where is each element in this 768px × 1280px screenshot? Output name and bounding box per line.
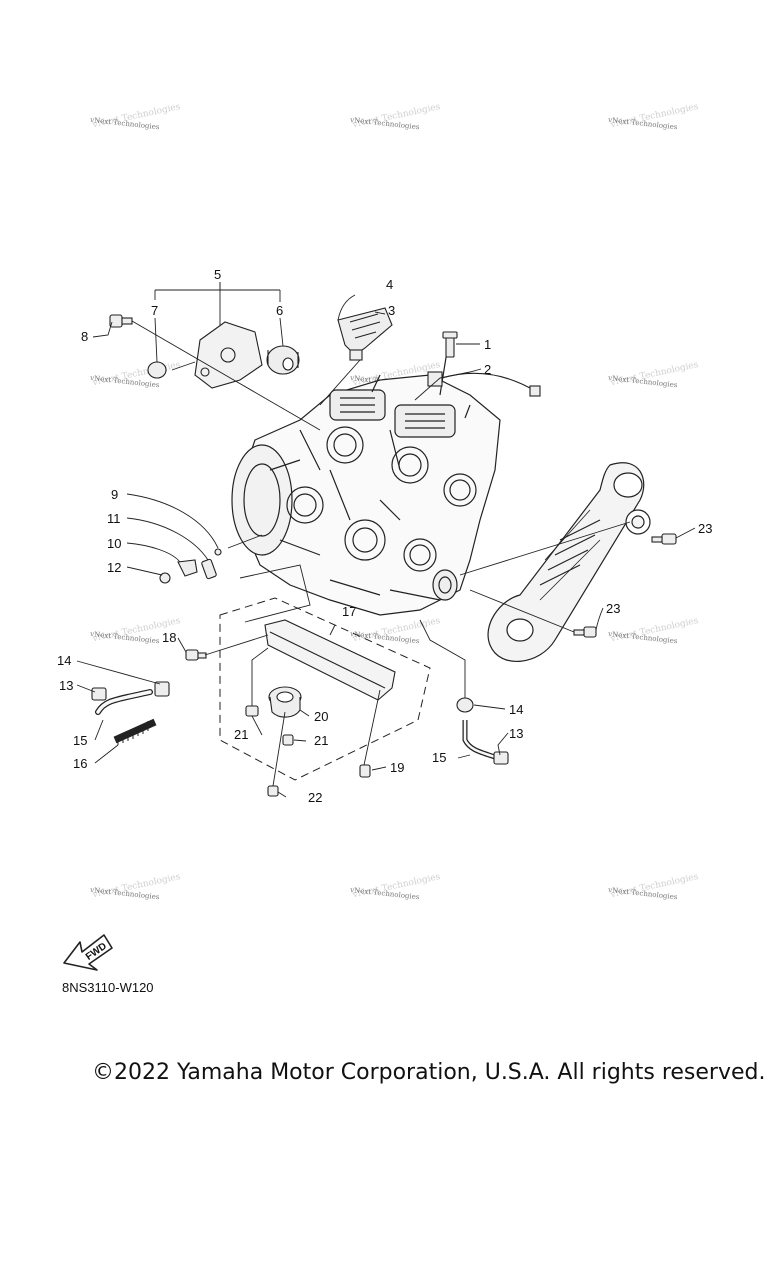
callout-3: 3 [388,303,395,318]
part-5-bracket [194,321,263,389]
part-hose-right [456,697,509,765]
callout-10: 10 [107,536,121,551]
parts-18-21-22-19-bolts [185,649,371,797]
fwd-arrow-icon: FWD [63,934,113,971]
callout-2: 2 [484,362,491,377]
engine-block [231,344,501,616]
callout-8: 8 [81,329,88,344]
part-hose-left [91,681,170,745]
part-1-bolt [442,331,458,358]
callout-14-left: 14 [57,653,71,668]
callout-21-left: 21 [234,727,248,742]
callout-17: 17 [342,604,356,619]
callout-11: 11 [107,511,121,526]
callout-13-right: 13 [509,726,523,741]
part-23-bolts [573,533,677,638]
callout-16: 16 [73,756,87,771]
callout-19: 19 [390,760,404,775]
leader-lines [76,282,696,798]
part-6-damper [266,345,300,375]
oil-pan-group-box [219,597,431,781]
callout-13-left: 13 [59,678,73,693]
callout-9: 9 [111,487,118,502]
callout-7: 7 [151,303,158,318]
callout-14-right: 14 [509,702,523,717]
callout-4: 4 [386,277,393,292]
callout-23-upper: 23 [698,521,712,536]
callout-22: 22 [308,790,322,805]
diagram-code: 8NS3110-W120 [62,980,154,995]
callout-15-right: 15 [432,750,446,765]
part-7-collar [147,361,167,379]
part-20-oil-cup [268,686,302,718]
callout-labels: 1 2 3 4 5 6 7 8 9 10 11 12 13 13 14 14 1… [57,267,712,805]
callout-18: 18 [162,630,176,645]
parts-9-12-fittings [159,548,222,584]
callout-20: 20 [314,709,328,724]
callout-21-right: 21 [314,733,328,748]
part-3-lifting-hook [337,307,393,361]
callout-1: 1 [484,337,491,352]
part-engine-mount-arm [487,462,651,662]
callout-23-lower: 23 [606,601,620,616]
callout-15-left: 15 [73,733,87,748]
part-8-bolt [109,314,133,328]
callout-6: 6 [276,303,283,318]
callout-5: 5 [214,267,221,282]
copyright-notice: ©2022 Yamaha Motor Corporation, U.S.A. A… [92,1060,766,1085]
callout-12: 12 [107,560,121,575]
part-17-skid-plate [264,619,396,701]
